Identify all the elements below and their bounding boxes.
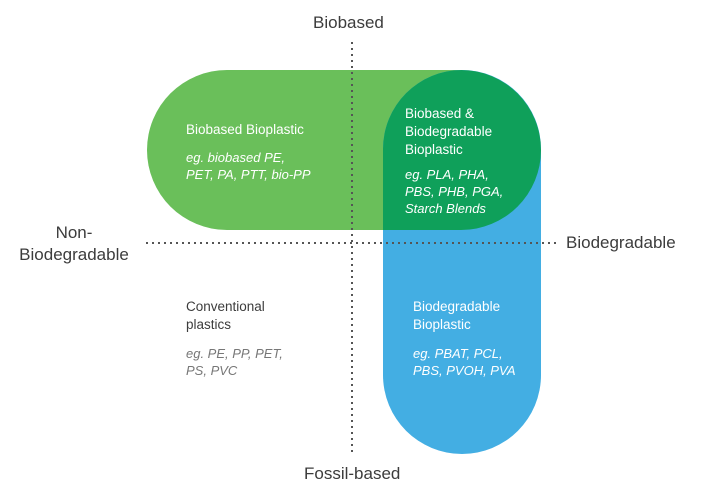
examples-line: eg. PE, PP, PET, <box>186 346 283 361</box>
axis-label-biodegradable-line: Biodegradable <box>19 245 129 264</box>
axis-label-biobased: Biobased <box>313 13 384 32</box>
conventional-plastics-title: Conventional plastics <box>186 298 265 334</box>
biobased-bioplastic-examples: eg. biobased PE, PET, PA, PTT, bio-PP <box>186 149 311 183</box>
conventional-plastics-examples: eg. PE, PP, PET, PS, PVC <box>186 345 283 379</box>
examples-line: Starch Blends <box>405 201 486 216</box>
biobased-biodegradable-overlap-shape <box>383 70 541 230</box>
axis-label-biodegradable: Biodegradable <box>566 233 676 252</box>
examples-line: PBS, PVOH, PVA <box>413 363 516 378</box>
examples-line: PET, PA, PTT, bio-PP <box>186 167 311 182</box>
examples-line: PS, PVC <box>186 363 238 378</box>
examples-line: eg. PBAT, PCL, <box>413 346 503 361</box>
biodegradable-bioplastic-examples: eg. PBAT, PCL, PBS, PVOH, PVA <box>413 345 516 379</box>
axis-label-non-biodegradable: Non- Biodegradable <box>13 222 135 266</box>
examples-line: eg. biobased PE, <box>186 150 286 165</box>
title-line: plastics <box>186 317 232 332</box>
biobased-biodegradable-examples: eg. PLA, PHA, PBS, PHB, PGA, Starch Blen… <box>405 166 503 217</box>
title-line: Biodegradable <box>405 124 493 139</box>
axis-label-fossil-based: Fossil-based <box>304 464 401 483</box>
biobased-biodegradable-title: Biobased & Biodegradable Bioplastic <box>405 105 492 159</box>
title-line: Biodegradable <box>413 299 501 314</box>
title-line: Biobased & <box>405 106 475 121</box>
axis-label-non-line: Non- <box>55 223 93 242</box>
biobased-bioplastic-title: Biobased Bioplastic <box>186 122 304 137</box>
examples-line: eg. PLA, PHA, <box>405 167 489 182</box>
biodegradable-bioplastic-title: Biodegradable Bioplastic <box>413 298 500 334</box>
title-line: Bioplastic <box>405 142 463 157</box>
title-line: Conventional <box>186 299 265 314</box>
examples-line: PBS, PHB, PGA, <box>405 184 504 199</box>
title-line: Bioplastic <box>413 317 471 332</box>
